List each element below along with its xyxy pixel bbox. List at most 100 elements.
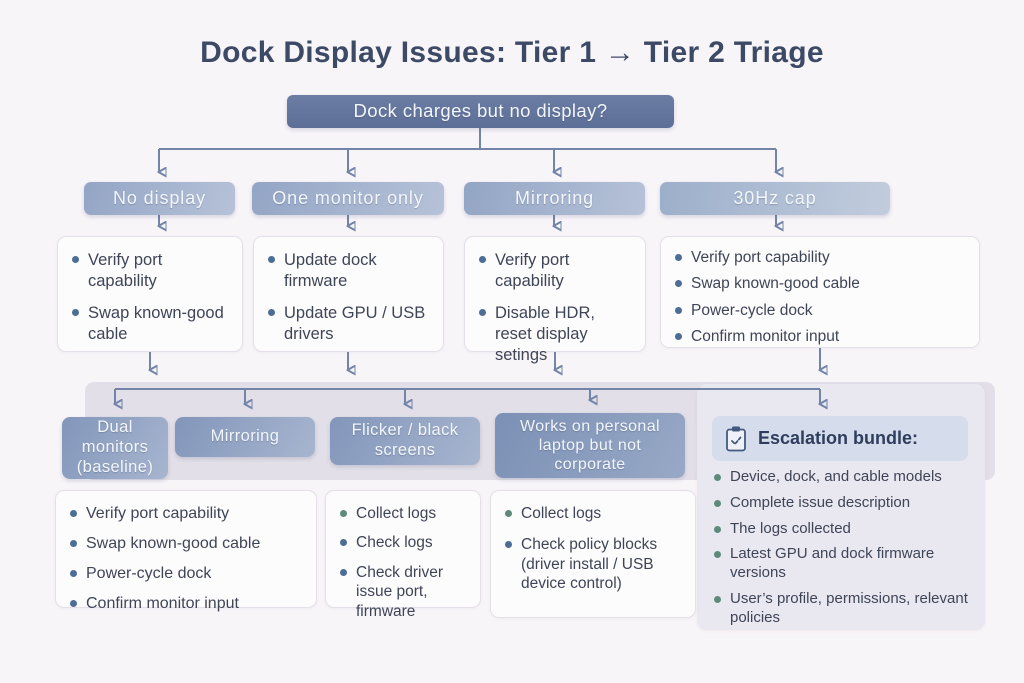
checklist-text: Verify port capability: [495, 251, 570, 290]
checklist-item: Power-cycle dock: [70, 564, 302, 584]
checklist-text: Verify port capability: [88, 251, 163, 290]
bullet-dot: [714, 525, 721, 533]
bullet-dot: [72, 309, 79, 317]
checklist-item: Disable HDR, reset display setings: [479, 303, 631, 365]
checklist-text: Verify port capability: [86, 505, 230, 522]
checklist-item: The logs collected: [714, 520, 976, 539]
bullet-dot: [714, 595, 721, 603]
bullet-dot: [70, 600, 77, 607]
checklist-text: Device, dock, and cable models: [730, 468, 942, 485]
tier1-card-30hz-cap: Verify port capability Swap known-good c…: [660, 236, 980, 348]
checklist-item: Update dock firmware: [268, 250, 429, 291]
checklist-text: Swap known-good cable: [88, 304, 224, 343]
checklist-item: Latest GPU and dock firmware versions: [714, 545, 976, 583]
escalation-header: Escalation bundle:: [712, 416, 968, 461]
bullet-dot: [340, 510, 347, 517]
checklist-item: Update GPU / USB drivers: [268, 303, 429, 344]
tier1-card-one-monitor-only: Update dock firmware Update GPU / USB dr…: [253, 236, 444, 352]
bullet-dot: [340, 539, 347, 547]
bullet-dot: [70, 510, 77, 517]
root-question-label: Dock charges but no display?: [353, 100, 608, 122]
tier2-card-policy-checks: Collect logs Check policy blocks (driver…: [490, 490, 696, 618]
bullet-dot: [340, 568, 347, 576]
tier2-card-flicker-checks: Collect logs Check logs Check driver iss…: [325, 490, 481, 620]
tier2-box-label: Works on personal laptop but not corpora…: [520, 417, 660, 474]
checklist-text: Swap known-good cable: [691, 275, 860, 293]
bullet-dot: [714, 474, 721, 481]
checklist-text: The logs collected: [730, 519, 851, 537]
tier2-box-label: Flicker / black screens: [351, 421, 459, 459]
tier2-box-mirroring: Mirroring: [175, 417, 315, 457]
checklist-item: Swap known-good cable: [675, 274, 965, 293]
checklist-text: Swap known-good cable: [86, 535, 261, 552]
checklist-text: Power-cycle dock: [691, 301, 813, 319]
checklist-item: Power-cycle dock: [675, 301, 965, 320]
checklist-text: Latest GPU and dock firmware versions: [730, 545, 935, 581]
checklist-item: Collect logs: [340, 504, 466, 523]
page-title: Dock Display Issues: Tier 1 → Tier 2 Tri…: [200, 36, 824, 69]
checklist-item: Check driver issue port, firmware: [340, 563, 466, 621]
escalation-header-label: Escalation bundle:: [758, 428, 919, 448]
tier1-box-label: No display: [112, 187, 207, 208]
checklist-item: Confirm monitor input: [70, 594, 302, 614]
checklist-text: Collect logs: [521, 505, 602, 522]
bullet-dot: [505, 510, 512, 517]
checklist-text: Complete issue description: [730, 493, 911, 511]
checklist-item: Check policy blocks (driver install / US…: [505, 535, 681, 593]
checklist-item: Swap known-good cable: [72, 303, 228, 344]
bullet-dot: [675, 254, 682, 261]
checklist-text: Confirm monitor input: [691, 328, 840, 346]
tier2-box-label: Mirroring: [210, 427, 280, 446]
checklist-text: Check logs: [356, 534, 433, 552]
checklist-item: Verify port capability: [479, 250, 631, 291]
tier1-box-30hz-cap: 30Hz cap: [660, 182, 890, 215]
bullet-dot: [675, 306, 682, 314]
checklist-text: Verify port capability: [691, 249, 830, 266]
bullet-dot: [479, 256, 486, 263]
tier1-box-label: Mirroring: [514, 187, 595, 208]
tier2-box-dual-monitors-baseline: Dual monitors (baseline): [62, 417, 168, 479]
checklist-text: Confirm monitor input: [86, 595, 239, 612]
bullet-dot: [268, 256, 275, 263]
checklist-item: Confirm monitor input: [675, 327, 965, 346]
checklist-text: Update GPU / USB drivers: [284, 304, 426, 343]
tier2-card-baseline-checks: Verify port capability Swap known-good c…: [55, 490, 317, 612]
tier2-box-works-on-personal-laptop: Works on personal laptop but not corpora…: [495, 413, 685, 478]
bullet-dot: [268, 309, 275, 317]
bullet-dot: [714, 551, 721, 559]
checklist-item: Verify port capability: [72, 250, 228, 291]
bullet-dot: [675, 280, 682, 288]
checklist-item: Verify port capability: [675, 248, 965, 267]
tier2-box-flicker-black-screens: Flicker / black screens: [330, 417, 480, 465]
bullet-dot: [72, 256, 79, 263]
checklist-text: Check driver issue port, firmware: [356, 563, 443, 620]
checklist-text: User’s profile, permissions, relevant po…: [730, 589, 968, 626]
checklist-item: Collect logs: [505, 504, 681, 523]
tier1-box-label: 30Hz cap: [733, 187, 817, 208]
checklist-text: Update dock firmware: [284, 251, 377, 290]
bullet-dot: [70, 540, 77, 547]
tier1-card-mirroring: Verify port capability Disable HDR, rese…: [464, 236, 646, 364]
bullet-dot: [505, 541, 512, 549]
bullet-dot: [70, 570, 77, 577]
checklist-item: Swap known-good cable: [70, 534, 302, 554]
tier1-box-no-display: No display: [84, 182, 235, 215]
root-question-box: Dock charges but no display?: [287, 95, 674, 128]
bullet-dot: [479, 309, 486, 317]
bullet-dot: [675, 333, 682, 341]
tier2-box-label: Dual monitors (baseline): [76, 418, 154, 476]
checklist-text: Power-cycle dock: [86, 565, 212, 582]
checklist-item: Complete issue description: [714, 494, 976, 513]
checklist-item: Verify port capability: [70, 504, 302, 524]
checklist-text: Check policy blocks (driver install / US…: [521, 536, 658, 593]
checklist-item: User’s profile, permissions, relevant po…: [714, 590, 976, 628]
tier1-box-one-monitor-only: One monitor only: [252, 182, 444, 215]
bullet-dot: [714, 499, 721, 507]
clipboard-check-icon: [726, 426, 746, 451]
checklist-item: Check logs: [340, 533, 466, 552]
tier1-card-no-display: Verify port capability Swap known-good c…: [57, 236, 243, 352]
tier1-box-mirroring: Mirroring: [464, 182, 645, 215]
escalation-list: Device, dock, and cable models Complete …: [714, 468, 976, 634]
checklist-text: Disable HDR, reset display setings: [495, 304, 595, 364]
